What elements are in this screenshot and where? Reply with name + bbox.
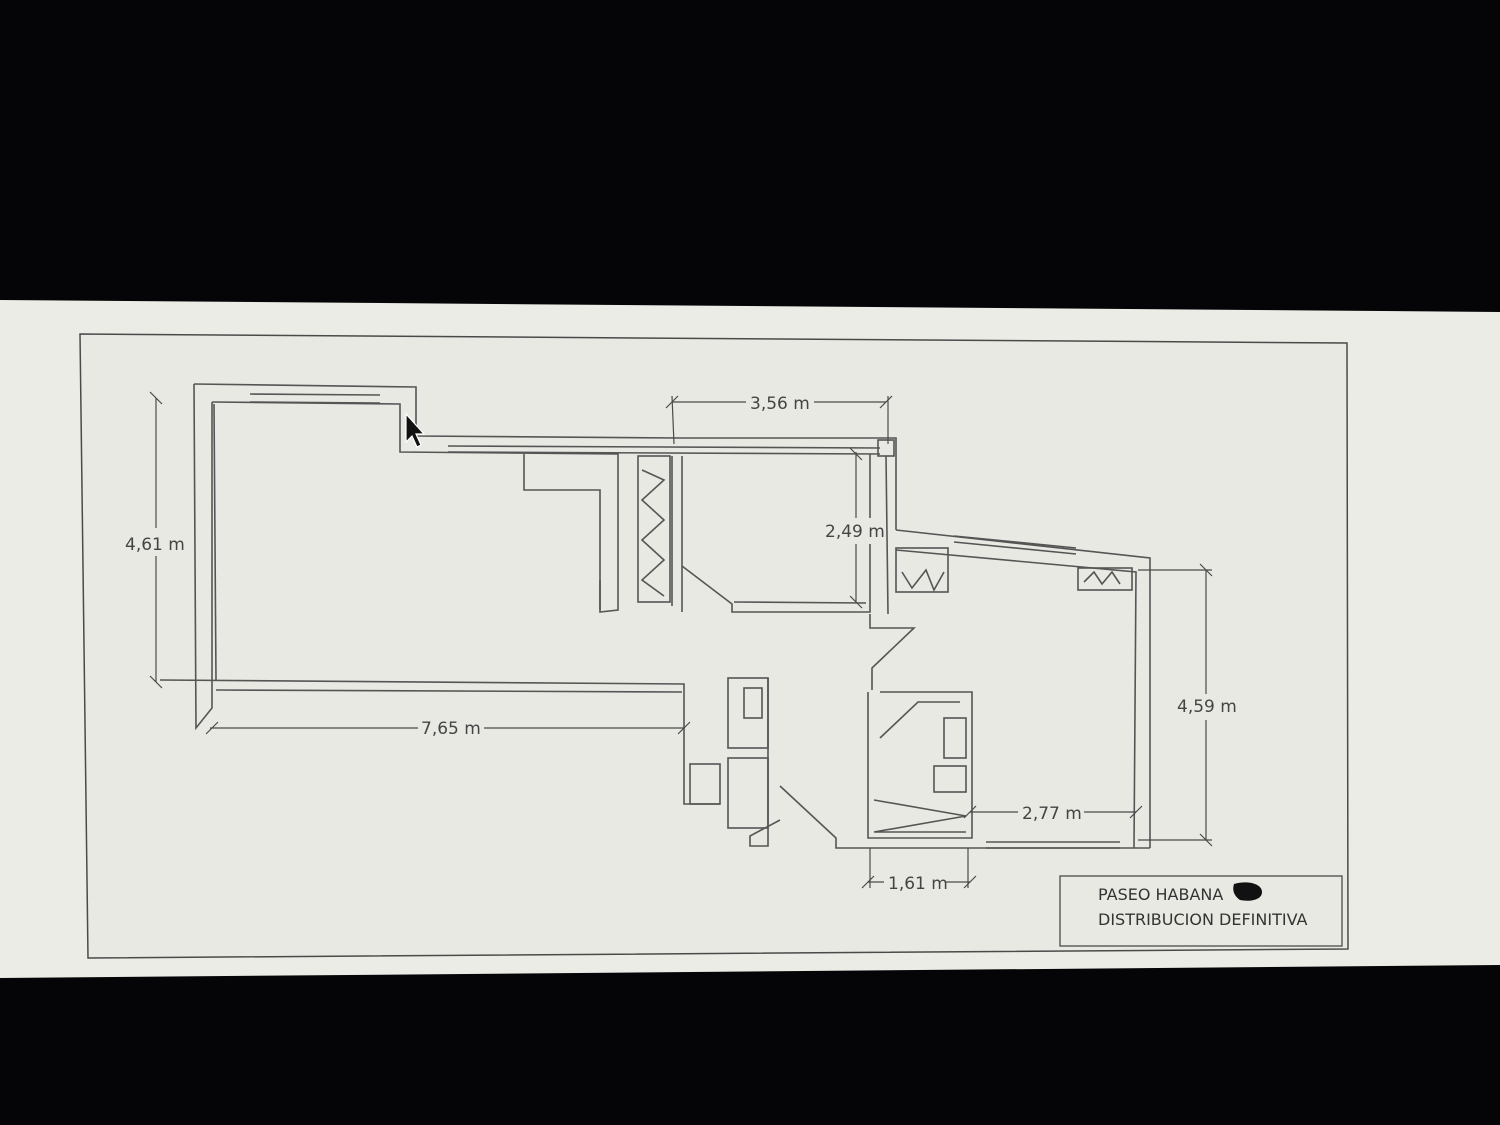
wall-left-side-inner: [213, 403, 217, 681]
closet-right-2: [1077, 567, 1133, 591]
window-angled-2: [953, 541, 1077, 555]
title-line-2: DISTRIBUCION DEFINITIVA: [1098, 910, 1307, 929]
closet-right-1: [895, 547, 949, 593]
window-top-left: [249, 393, 381, 396]
bedroom1-wall-right: [885, 455, 889, 615]
bathroom2-sink: [943, 717, 967, 759]
bathroom1-sink: [743, 687, 763, 719]
hall-door: [869, 614, 916, 690]
bathroom1-toilet: [689, 763, 721, 805]
redaction-blob: [1233, 882, 1262, 901]
wardrobe: [637, 455, 671, 603]
window-angled: [953, 535, 1077, 549]
kitchen-counter: [523, 454, 601, 610]
title-line-1: PASEO HABANA: [1098, 885, 1223, 904]
bedroom1-corner: [877, 439, 895, 457]
wardrobe-hatch: [640, 469, 666, 597]
bathroom2-toilet: [933, 765, 967, 793]
dim-bottom-width: 7,65 m: [421, 719, 481, 739]
bedroom1-wall-inner: [733, 601, 867, 604]
wall-left-side: [193, 383, 213, 731]
dimension-label-bgs: [120, 390, 1238, 894]
dim-top-width: 3,56 m: [750, 394, 810, 414]
closet-right-2-hatch: [1083, 570, 1121, 586]
drawing-frame: [79, 333, 1349, 959]
bathroom2-walls: [867, 691, 973, 839]
wall-left-room-inner: [211, 401, 619, 613]
closet-right-1-hatch: [901, 568, 945, 592]
wall-left-room-outer: [193, 383, 897, 530]
dim-left-height: 4,61 m: [125, 535, 185, 555]
floor-plan: [159, 383, 1151, 849]
title-block: [1059, 875, 1343, 947]
dim-small-width: 1,61 m: [888, 874, 948, 894]
window-top-left-2: [249, 401, 381, 404]
wall-angled-top-inner: [895, 549, 1137, 849]
wall-top-corridor: [447, 445, 881, 449]
dim-inner-height: 2,49 m: [825, 522, 885, 542]
bedroom1-walls: [681, 454, 871, 613]
mouse-pointer-icon: [405, 412, 426, 448]
bathroom1-walls: [749, 678, 781, 847]
bathroom2-shower: [873, 799, 967, 833]
bathroom2-door: [879, 701, 960, 739]
wall-top-corridor-2: [447, 451, 881, 455]
wall-bottom-left-inner: [215, 689, 683, 693]
dim-right-height: 4,59 m: [1177, 697, 1237, 717]
dim-lower-right-width: 2,77 m: [1022, 804, 1082, 824]
